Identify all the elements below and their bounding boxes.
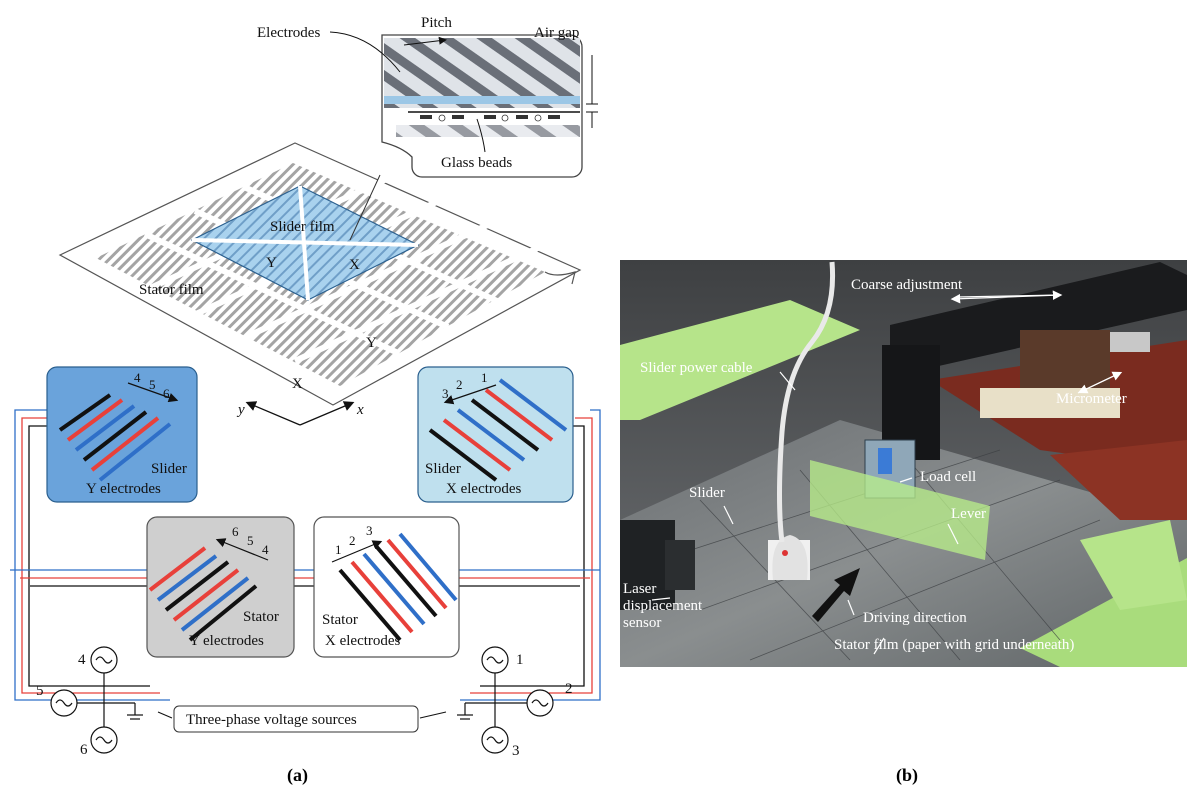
stator-x-phase-2: 2 bbox=[349, 533, 356, 548]
left-source-6: 6 bbox=[80, 742, 88, 758]
left-voltage-sources bbox=[50, 646, 143, 754]
slider-film-label: Slider film bbox=[270, 219, 335, 235]
driving-direction-label: Driving direction bbox=[863, 610, 967, 626]
stator-y-mark: Y bbox=[366, 335, 377, 351]
right-source-2: 2 bbox=[565, 681, 573, 697]
right-source-1: 1 bbox=[516, 652, 524, 668]
cross-section-inset: Electrodes Pitch Air gap Glass beads bbox=[257, 15, 598, 241]
air-gap-label: Air gap bbox=[534, 25, 579, 41]
electrodes-label: Electrodes bbox=[257, 25, 320, 41]
slider-power-cable-label: Slider power cable bbox=[640, 360, 753, 376]
pitch-label: Pitch bbox=[421, 15, 452, 31]
slider-film-y-mark: Y bbox=[266, 255, 277, 271]
slider-x-line1: Slider bbox=[425, 461, 461, 477]
micrometer-label: Micrometer bbox=[1056, 391, 1127, 407]
slider-x-line2: X electrodes bbox=[446, 481, 522, 497]
slider-y-phase-3: 6 bbox=[163, 386, 170, 401]
slider-y-line1: Slider bbox=[151, 461, 187, 477]
slider-y-phase-1: 4 bbox=[134, 370, 141, 385]
sources-label: Three-phase voltage sources bbox=[186, 712, 357, 728]
glass-beads-label: Glass beads bbox=[441, 155, 512, 171]
laser-label-line1: Laser bbox=[623, 581, 656, 597]
stator-y-electrodes-box: 6 5 4 Stator Y electrodes bbox=[146, 516, 295, 658]
slider-y-line2: Y electrodes bbox=[86, 481, 161, 497]
stator-x-electrodes-box: 1 2 3 Stator X electrodes bbox=[313, 516, 460, 658]
stator-film-photo-label: Stator film (paper with grid underneath) bbox=[834, 637, 1074, 653]
y-axis-label: y bbox=[236, 402, 245, 418]
left-source-5: 5 bbox=[36, 683, 44, 699]
lever-label: Lever bbox=[951, 506, 986, 522]
right-voltage-sources bbox=[457, 646, 554, 754]
slider-y-electrodes-box: 4 5 6 Slider Y electrodes bbox=[46, 366, 198, 503]
load-cell-label: Load cell bbox=[920, 469, 976, 485]
stator-y-phase-2: 5 bbox=[247, 533, 254, 548]
stator-x-line1: Stator bbox=[322, 612, 358, 628]
stator-y-phase-1: 6 bbox=[232, 524, 239, 539]
laser-label-line3: sensor bbox=[623, 615, 661, 631]
slider-film: Slider film Y X bbox=[190, 185, 420, 301]
stator-x-phase-3: 3 bbox=[366, 523, 373, 538]
stator-y-line1: Stator bbox=[243, 609, 279, 625]
caption-a: (a) bbox=[287, 765, 308, 786]
slider-label: Slider bbox=[689, 485, 725, 501]
xy-axes: y x bbox=[236, 401, 364, 426]
stator-y-phase-3: 4 bbox=[262, 542, 269, 557]
coarse-adjustment-label: Coarse adjustment bbox=[851, 277, 963, 293]
slider-y-phase-2: 5 bbox=[149, 377, 156, 392]
stator-y-line2: Y electrodes bbox=[189, 633, 264, 649]
laser-label-line2: displacement bbox=[623, 598, 703, 614]
caption-b: (b) bbox=[896, 765, 918, 786]
stator-film-label: Stator film bbox=[139, 282, 204, 298]
panel-a: Slider film Y X Stator film Y X y x bbox=[10, 15, 601, 786]
slider-film-x-mark: X bbox=[349, 257, 360, 273]
right-source-3: 3 bbox=[512, 743, 520, 759]
left-source-4: 4 bbox=[78, 652, 86, 668]
panel-b: Coarse adjustment Slider power cable Mic… bbox=[620, 260, 1187, 786]
slider-x-phase-3: 1 bbox=[481, 370, 488, 385]
slider-x-electrodes-box: 3 2 1 Slider X electrodes bbox=[417, 366, 574, 503]
stator-x-line2: X electrodes bbox=[325, 633, 401, 649]
slider-x-phase-1: 3 bbox=[442, 386, 449, 401]
stator-x-phase-1: 1 bbox=[335, 542, 342, 557]
stator-x-mark: X bbox=[292, 376, 303, 392]
x-axis-label: x bbox=[356, 402, 364, 418]
sources-label-box: Three-phase voltage sources bbox=[157, 705, 447, 733]
slider-x-phase-2: 2 bbox=[456, 377, 463, 392]
